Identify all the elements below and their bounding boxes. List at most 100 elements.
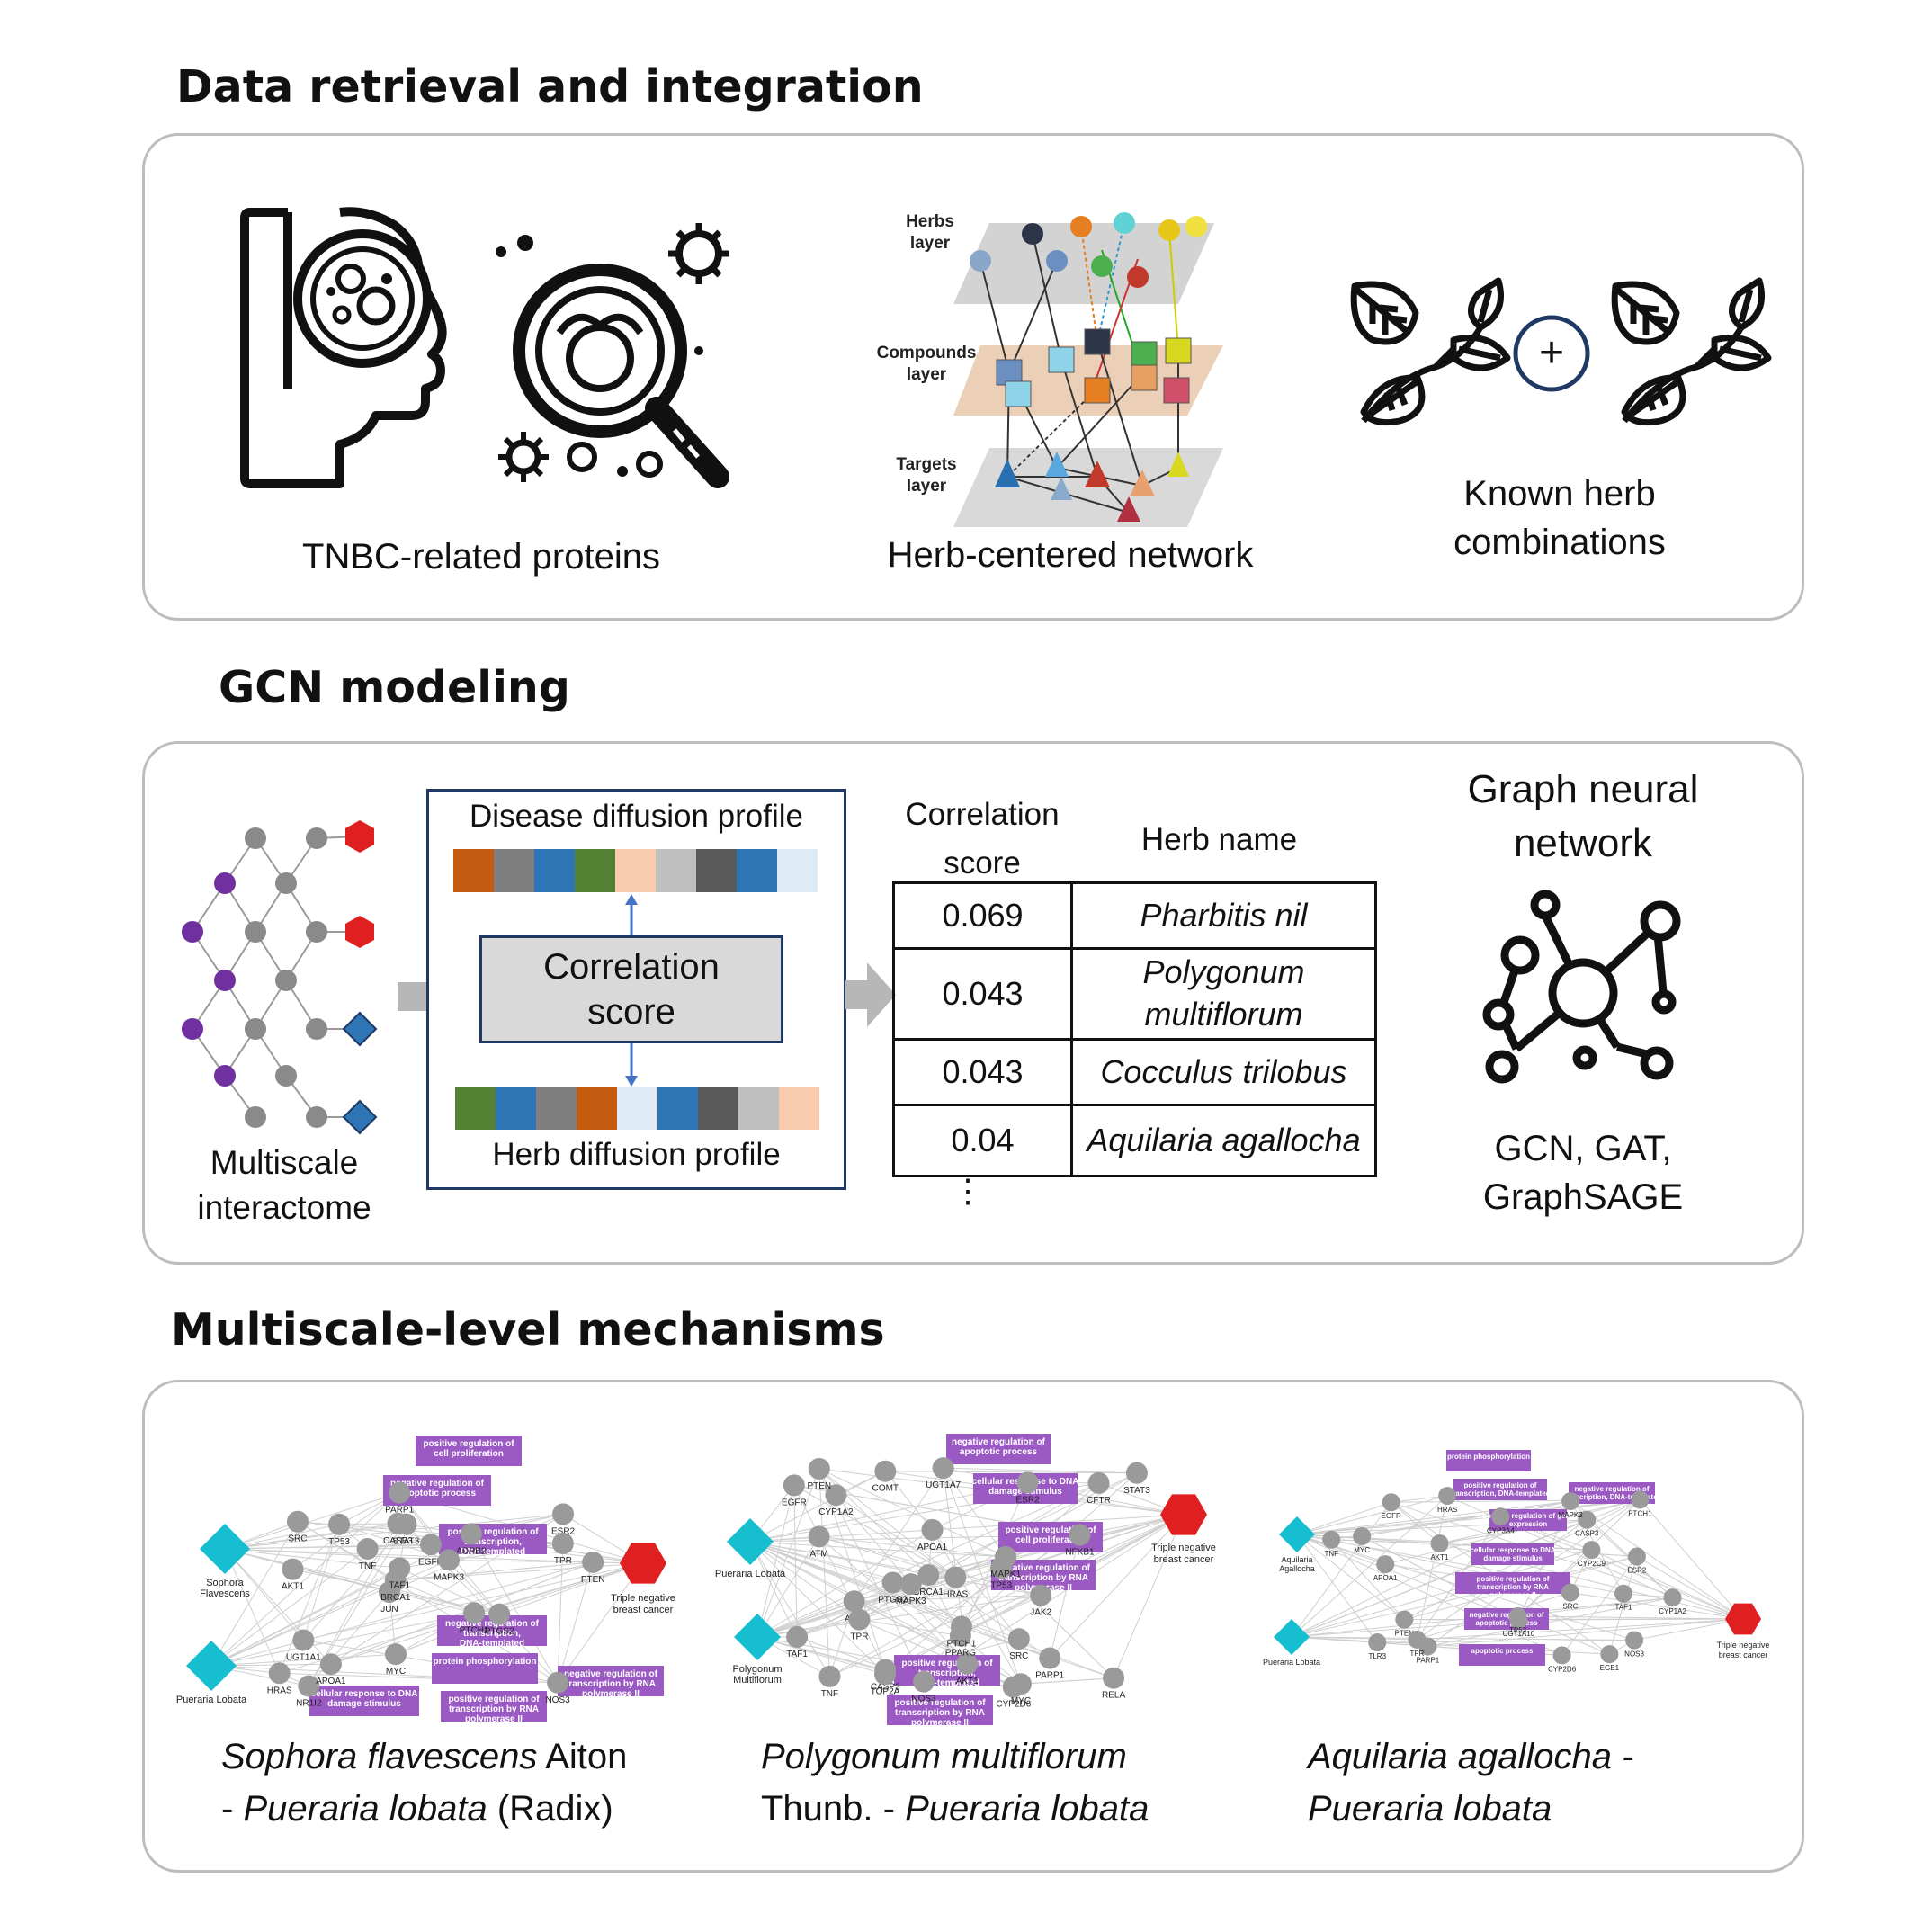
layer-label-herbs-sub: layer: [910, 234, 951, 253]
go-term-label: negative regulation of: [997, 1563, 1091, 1573]
go-term-label: DNA-templated: [915, 1678, 979, 1688]
profile-cell: [536, 1087, 577, 1130]
disease-label: Triple negative: [1151, 1543, 1216, 1553]
gene-node: MAPK3: [434, 1549, 464, 1582]
layer-label-herbs: Herbs: [906, 212, 954, 231]
gene-node: PTEN: [1395, 1610, 1414, 1638]
gene-node: CYP3A4: [1487, 1507, 1515, 1534]
gene-label: ESR2: [1016, 1495, 1041, 1505]
caption-herb-part: (Radix): [487, 1789, 613, 1829]
profile-cell: [615, 849, 656, 892]
go-term-label: positive regulation of: [1477, 1575, 1550, 1583]
gene-label: PTEN: [581, 1575, 605, 1585]
go-term-label: positive regulation of: [448, 1695, 540, 1704]
plus-icon: +: [1513, 315, 1590, 392]
score-cell: 0.04: [892, 1104, 1073, 1177]
gene-label: TP53: [990, 1580, 1012, 1590]
table-header-score-line2: score: [944, 845, 1021, 881]
gene-label: HRAS: [267, 1686, 292, 1695]
gene-node: TAF1: [1614, 1584, 1633, 1612]
combo-caption-line2: combinations: [1453, 523, 1666, 562]
go-term-label: cellular response to DNA: [1470, 1546, 1555, 1554]
go-term-label: transcription by RNA: [1477, 1583, 1549, 1591]
gene-label: PTCH1: [460, 1625, 489, 1635]
gene-label: CFTR: [1087, 1496, 1111, 1506]
go-term-label: transcription, DNA-templated: [1561, 1493, 1661, 1501]
profile-cell: [453, 849, 494, 892]
gene-node: MAPK1: [990, 1545, 1021, 1579]
gene-node: NFKB1: [1065, 1524, 1095, 1557]
gene-node: CYP2C9: [1578, 1541, 1606, 1568]
profile-cell: [656, 849, 696, 892]
gene-node: CYP1A2: [818, 1484, 854, 1517]
herb-label: Sophora: [206, 1578, 244, 1588]
profile-cell: [575, 849, 615, 892]
herb-label: Flavescens: [200, 1588, 250, 1599]
gene-node: EGFR: [782, 1474, 807, 1507]
herb-label: Agallocha: [1279, 1564, 1315, 1573]
herb-leaf-icon: [1611, 277, 1772, 426]
gene-label: TP53: [1509, 1626, 1527, 1634]
herb-cell: Aquilaria agallocha: [1070, 1104, 1377, 1177]
gene-node: TLR3: [1368, 1633, 1387, 1660]
profile-cell: [698, 1087, 738, 1130]
gene-label: TAF1: [1615, 1604, 1633, 1612]
herb-cell: Pharbitis nil: [1070, 881, 1377, 950]
gene-label: UGT1A10: [1503, 1630, 1535, 1638]
gene-node: TP53: [1508, 1606, 1527, 1634]
gene-node: NOS3: [545, 1671, 570, 1705]
gene-label: PARP1: [1035, 1671, 1064, 1681]
gene-node: BRCA1: [914, 1564, 944, 1597]
herb-node: Pueraria Lobata: [715, 1518, 786, 1579]
gene-node: APOA1: [316, 1653, 346, 1686]
gene-label: UGT1A1: [286, 1652, 321, 1662]
gene-label: TNF: [1324, 1550, 1338, 1558]
disease-profile-label: Disease diffusion profile: [470, 799, 803, 834]
herb-node: Pueraria Lobata: [1263, 1619, 1320, 1667]
gene-label: AKT1: [1430, 1553, 1449, 1561]
gnn-models-line1: GCN, GAT,: [1494, 1129, 1672, 1168]
gene-label: TPR: [554, 1556, 572, 1566]
gene-node: EGFR: [418, 1534, 443, 1567]
gnn-title-line1: Graph neural: [1467, 767, 1699, 811]
disease-label: breast cancer: [1154, 1554, 1214, 1565]
gene-label: ATM: [809, 1549, 827, 1559]
gene-node: CASP3: [1575, 1510, 1599, 1538]
go-term-label: polymerase II: [465, 1714, 523, 1724]
go-term-label: positive regulation of: [447, 1527, 539, 1537]
diffusion-profile-box: [426, 789, 846, 1190]
gene-label: CASP3: [383, 1536, 413, 1546]
go-term-label: transcription,: [463, 1629, 521, 1639]
combo-caption-line1: Known herb: [1463, 474, 1656, 514]
gene-node: TPR: [551, 1532, 574, 1566]
gene-node: TAF1: [786, 1625, 808, 1659]
gene-node: TNF: [356, 1538, 379, 1571]
go-term-label: apoptotic process: [1476, 1619, 1538, 1627]
gene-label: NOS3: [1624, 1650, 1644, 1659]
gene-label: CYP3A4: [1487, 1526, 1515, 1534]
gene-label: APOA1: [316, 1677, 346, 1686]
go-term-node: apoptotic process: [1459, 1644, 1545, 1666]
gene-label: HRAS: [943, 1590, 968, 1600]
gene-node: MAPK3: [896, 1573, 926, 1606]
profile-cell: [496, 1087, 536, 1130]
gene-label: BRCA1: [380, 1593, 411, 1603]
arrow-right-icon: [398, 982, 428, 1011]
gene-label: ESR2: [551, 1526, 576, 1536]
gene-node: TP53: [328, 1513, 350, 1547]
gene-label: COMT: [872, 1484, 899, 1494]
gene-label: TOP2A: [871, 1686, 900, 1696]
gene-node: ESR2: [1016, 1471, 1041, 1505]
gene-node: HRAS: [1437, 1487, 1457, 1514]
gene-label: PTCH1: [947, 1639, 977, 1649]
gene-label: STAT3: [1123, 1486, 1150, 1496]
